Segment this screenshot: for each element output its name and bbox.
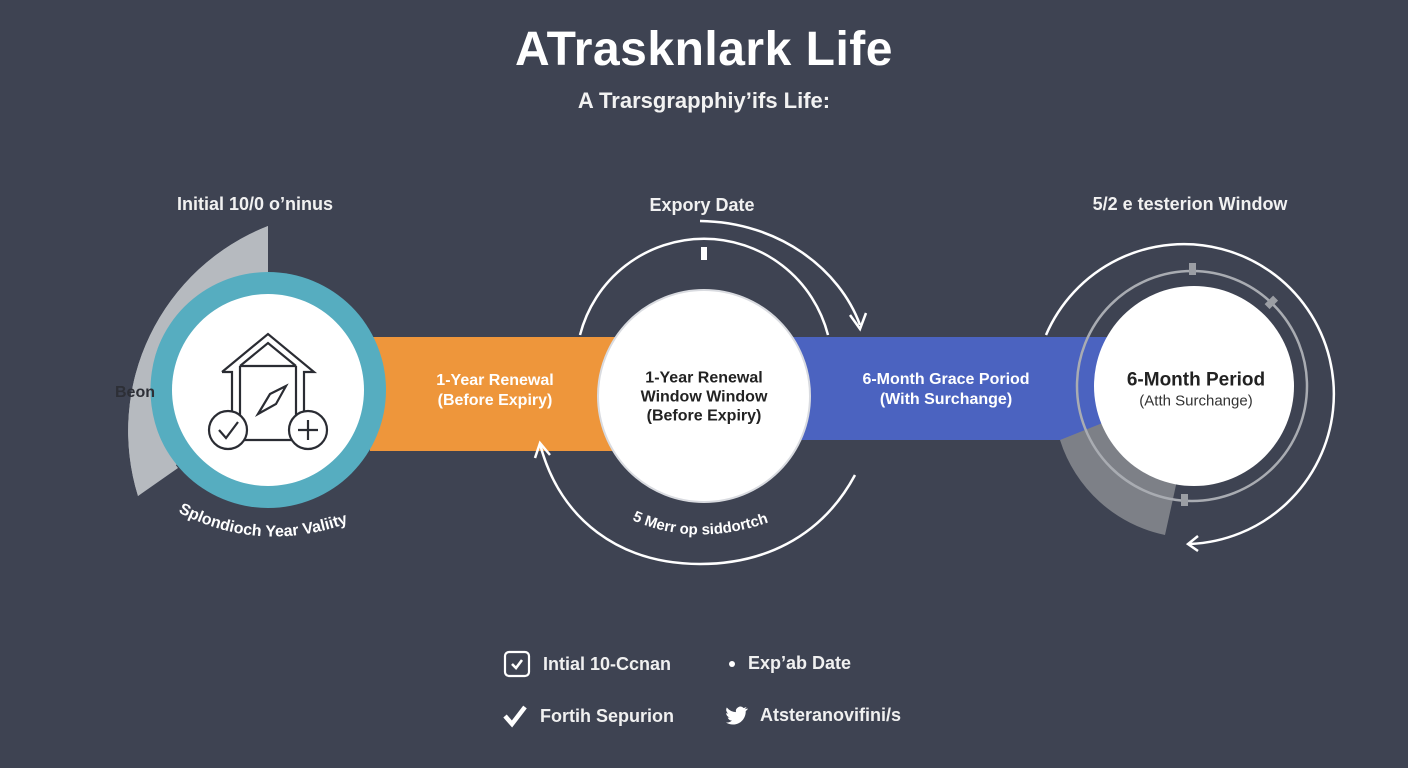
restoration-line-1: 6-Month Period — [1126, 369, 1266, 391]
support-curve-label: 5 Merr op siddortch — [630, 508, 769, 539]
restoration-text: 6-Month Period (Atth Surchange) — [1127, 369, 1265, 412]
expiry-outer-arc — [578, 237, 830, 336]
restoration-line-2: (Atth Surchange) — [1139, 392, 1253, 410]
renewal-band-line-1: 1-Year Renewal — [436, 372, 554, 389]
grace-band-line-1: 6-Month Grace Poriod — [862, 371, 1030, 388]
renewal-window-line-3: (Before Expiry) — [646, 407, 762, 425]
checkmark-icon — [502, 704, 528, 728]
gray-sector-overlay — [128, 226, 268, 496]
renewal-band-text: 1-Year Renewal (Before Expiry) — [436, 371, 553, 411]
legend-item-separation: Fortih Sepurion — [502, 704, 674, 728]
title: ATrasknlark Life — [515, 23, 893, 76]
legend-label: Exp’ab Date — [748, 653, 852, 673]
legend-label: Atsteranovifini/s — [760, 705, 902, 725]
legend-item-social: Atsteranovifini/s — [726, 705, 901, 726]
renewal-window-circle — [597, 289, 811, 503]
return-arrow-arc — [538, 443, 857, 566]
ring-tick-bottom — [1181, 494, 1188, 506]
renewal-band-line-2: (Before Expiry) — [437, 392, 553, 409]
grace-band-line-2: (With Surchange) — [879, 391, 1013, 408]
expiry-arrow-arc — [699, 219, 862, 326]
beon-label: Beon — [115, 384, 155, 401]
stage-restoration-label: 5/2 e testerion Window — [1092, 194, 1288, 214]
bullet-icon — [728, 660, 736, 668]
grace-band — [790, 337, 1120, 440]
ring-tick-top — [1189, 263, 1196, 275]
legend-label: Fortih Sepurion — [540, 705, 674, 726]
grace-band-text: 6-Month Grace Poriod (With Surchange) — [862, 370, 1029, 410]
restoration-dark-sector — [1060, 420, 1178, 535]
restoration-arrowhead — [1185, 535, 1199, 553]
legend: Intial 10-Ccnan Exp’ab Date Fortih Sepur… — [500, 648, 940, 748]
return-arrowhead — [533, 440, 551, 459]
legend-item-expiry: Exp’ab Date — [728, 653, 851, 674]
subtitle: A Trarsgrapphiy’ifs Life: — [577, 88, 831, 113]
ring-tick-right — [1264, 295, 1279, 310]
initial-circle — [172, 294, 364, 486]
stage-initial-label: Initial 10/0 o’ninus — [176, 194, 334, 214]
legend-label: Intial 10-Ccnan — [543, 653, 672, 674]
restoration-outer-arc — [1044, 242, 1336, 546]
expiry-tick — [701, 247, 707, 260]
legend-item-initial: Intial 10-Ccnan — [503, 650, 671, 678]
stage-expiry-label: Expory Date — [649, 195, 755, 215]
restoration-circle — [1094, 286, 1294, 486]
renewal-window-text: 1-Year Renewal Window Window (Before Exp… — [641, 369, 768, 426]
renewal-window-line-2: Window Window — [640, 388, 768, 406]
house-document-icon — [207, 332, 329, 451]
expiry-arrowhead — [848, 312, 868, 332]
bird-icon — [726, 706, 748, 726]
renewal-band — [370, 337, 630, 451]
checkbox-icon — [503, 650, 531, 678]
renewal-window-line-1: 1-Year Renewal — [645, 369, 763, 387]
